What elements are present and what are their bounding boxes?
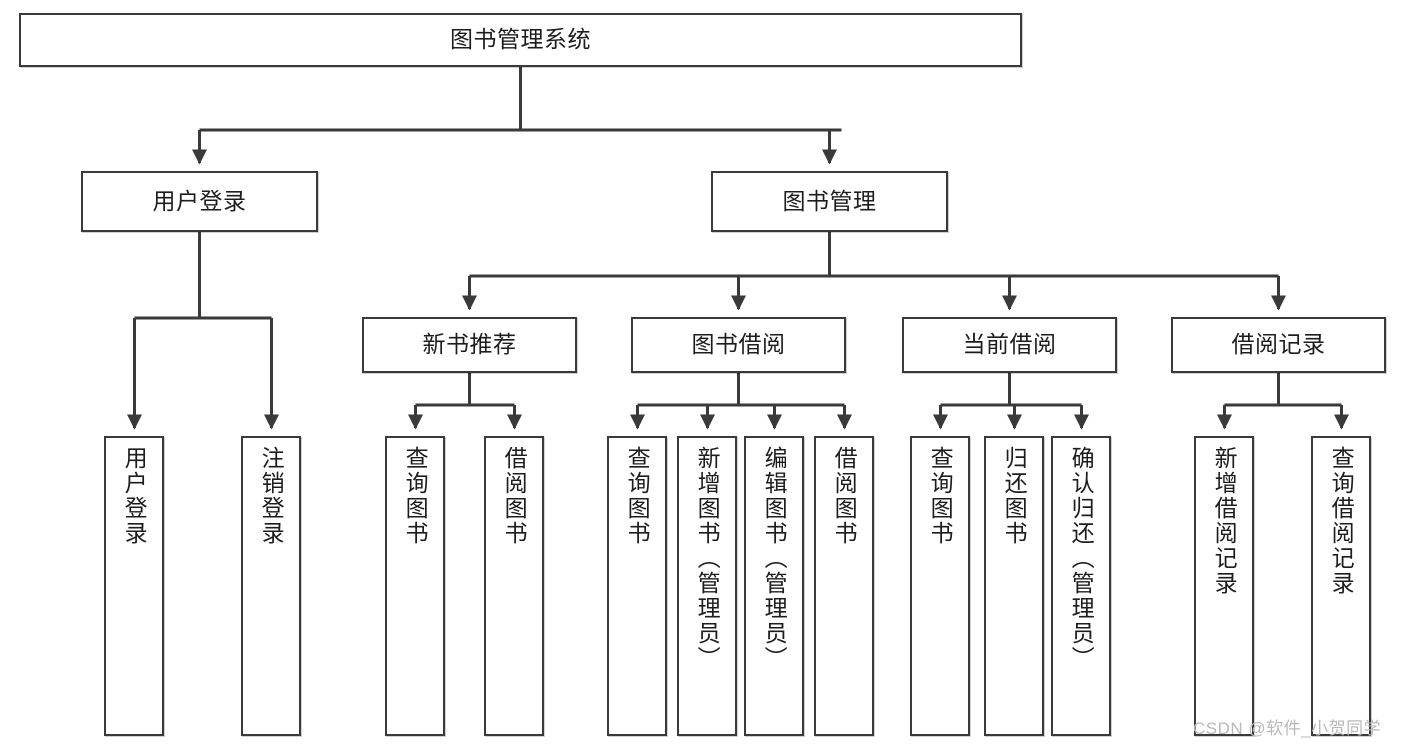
node-new-book-recommend-label: 新书推荐 xyxy=(422,331,517,358)
node-leaf-query-borrow-record[interactable]: 查询借阅记录 xyxy=(1311,436,1371,736)
node-leaf-add-book-admin[interactable]: 新增图书（管理员） xyxy=(677,436,737,736)
node-book-manage[interactable]: 图书管理 xyxy=(711,171,948,232)
node-leaf-user-logout[interactable]: 注销登录 xyxy=(241,436,301,736)
node-leaf-borrow-book-2-label: 借阅图书 xyxy=(831,446,858,546)
node-new-book-recommend[interactable]: 新书推荐 xyxy=(362,317,577,373)
node-leaf-borrow-book-2[interactable]: 借阅图书 xyxy=(814,436,874,736)
node-root-label: 图书管理系统 xyxy=(450,26,591,53)
node-current-borrow[interactable]: 当前借阅 xyxy=(902,317,1117,373)
node-book-manage-label: 图书管理 xyxy=(782,187,877,214)
node-borrow-record[interactable]: 借阅记录 xyxy=(1171,317,1386,373)
node-leaf-borrow-book-1[interactable]: 借阅图书 xyxy=(484,436,544,736)
node-borrow-record-label: 借阅记录 xyxy=(1231,331,1326,358)
node-leaf-borrow-book-1-label: 借阅图书 xyxy=(501,446,528,546)
node-leaf-query-borrow-record-label: 查询借阅记录 xyxy=(1328,446,1355,596)
node-book-borrow-label: 图书借阅 xyxy=(691,331,786,358)
node-leaf-add-borrow-record-label: 新增借阅记录 xyxy=(1211,446,1238,596)
node-leaf-add-borrow-record[interactable]: 新增借阅记录 xyxy=(1194,436,1254,736)
node-leaf-edit-book-admin[interactable]: 编辑图书（管理员） xyxy=(744,436,804,736)
node-user-login-label: 用户登录 xyxy=(152,187,247,214)
node-leaf-confirm-return-admin-label: 确认归还（管理员） xyxy=(1068,446,1095,671)
node-leaf-return-book[interactable]: 归还图书 xyxy=(984,436,1044,736)
node-root[interactable]: 图书管理系统 xyxy=(19,13,1022,67)
node-leaf-query-book-3-label: 查询图书 xyxy=(927,446,954,546)
node-leaf-query-book-3[interactable]: 查询图书 xyxy=(910,436,970,736)
node-leaf-query-book-2-label: 查询图书 xyxy=(624,446,651,546)
node-leaf-user-login[interactable]: 用户登录 xyxy=(104,436,164,736)
watermark: CSDN @软件_小贺同学 xyxy=(1193,719,1382,738)
node-current-borrow-label: 当前借阅 xyxy=(962,331,1057,358)
node-leaf-return-book-label: 归还图书 xyxy=(1001,446,1028,546)
node-leaf-query-book-1[interactable]: 查询图书 xyxy=(385,436,445,736)
node-leaf-user-logout-label: 注销登录 xyxy=(258,446,285,546)
node-leaf-edit-book-admin-label: 编辑图书（管理员） xyxy=(761,446,788,671)
node-book-borrow[interactable]: 图书借阅 xyxy=(631,317,846,373)
node-leaf-query-book-2[interactable]: 查询图书 xyxy=(607,436,667,736)
node-leaf-add-book-admin-label: 新增图书（管理员） xyxy=(694,446,721,671)
node-leaf-user-login-label: 用户登录 xyxy=(121,446,148,546)
node-leaf-query-book-1-label: 查询图书 xyxy=(402,446,429,546)
node-user-login[interactable]: 用户登录 xyxy=(81,171,318,232)
node-leaf-confirm-return-admin[interactable]: 确认归还（管理员） xyxy=(1051,436,1111,736)
